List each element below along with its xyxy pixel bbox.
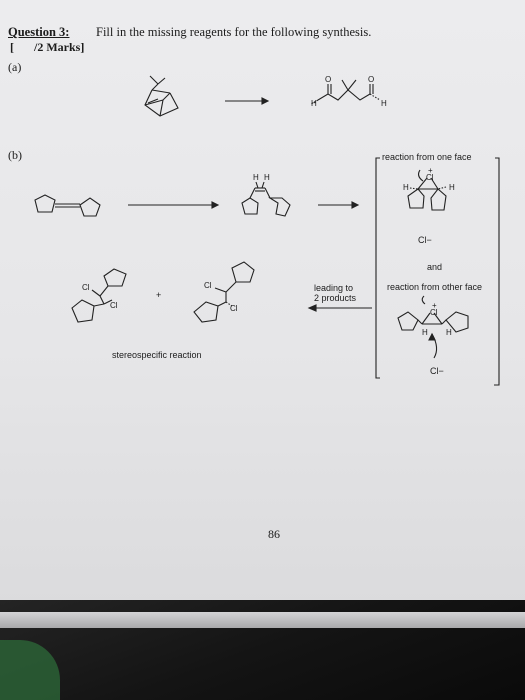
aldehyde-h-right: H xyxy=(381,99,387,108)
and-label: and xyxy=(427,262,443,272)
box-header: reaction from one face xyxy=(382,152,472,162)
chloride-1: Cl− xyxy=(418,235,432,245)
dichloride-left xyxy=(71,268,127,323)
question-label: Question 3: xyxy=(8,25,70,39)
arrow-a xyxy=(225,97,270,105)
stereo-note: stereospecific reaction xyxy=(112,350,202,360)
cl-right-1: Cl xyxy=(204,281,212,290)
question-text: Fill in the missing reagents for the fol… xyxy=(96,25,372,39)
worksheet-paper xyxy=(0,0,525,628)
alkene-starting-material xyxy=(34,194,101,217)
cl-left-2: Cl xyxy=(110,301,118,310)
marks-label: /2 Marks] xyxy=(34,40,85,54)
arrow-b1 xyxy=(128,201,220,209)
plus-sign: + xyxy=(156,290,162,300)
cl-bottom: Cl xyxy=(430,308,438,317)
aldehyde-h-left: H xyxy=(311,99,317,108)
two-products-label: 2 products xyxy=(314,293,357,303)
reaction-scheme xyxy=(34,75,500,386)
dialdehyde-structure xyxy=(310,79,381,105)
arrow-b2 xyxy=(318,201,360,209)
oxygen-right: O xyxy=(368,75,375,84)
h-bottom-right: H xyxy=(446,328,452,337)
vinyl-h-right: H xyxy=(264,173,270,182)
leading-to-label: leading to xyxy=(314,283,354,293)
chloronium-bottom xyxy=(397,295,469,359)
marks-bracket: [ xyxy=(10,40,14,54)
plus-charge-top: + xyxy=(428,166,433,175)
cis-alkene-structure xyxy=(241,181,291,217)
part-b-label: (b) xyxy=(8,148,22,162)
cl-right-2: Cl xyxy=(230,304,238,313)
bicyclic-alkene-structure xyxy=(144,75,179,117)
page-number: 86 xyxy=(268,527,280,541)
cl-left-1: Cl xyxy=(82,283,90,292)
plus-charge-bottom: + xyxy=(432,301,437,310)
oxygen-left: O xyxy=(325,75,332,84)
paper-edge xyxy=(0,612,525,628)
chloronium-top xyxy=(407,169,447,211)
h-top-left: H xyxy=(403,183,409,192)
h-bottom-left: H xyxy=(422,328,428,337)
vinyl-h-left: H xyxy=(253,173,259,182)
cl-top: Cl xyxy=(426,173,434,182)
dichloride-right xyxy=(193,261,255,323)
other-face-label: reaction from other face xyxy=(387,282,483,292)
chloride-2: Cl− xyxy=(430,366,444,376)
intermediate-bracket xyxy=(375,157,500,386)
part-a-label: (a) xyxy=(8,60,22,74)
h-top-right: H xyxy=(449,183,455,192)
arrow-b3 xyxy=(307,304,372,312)
